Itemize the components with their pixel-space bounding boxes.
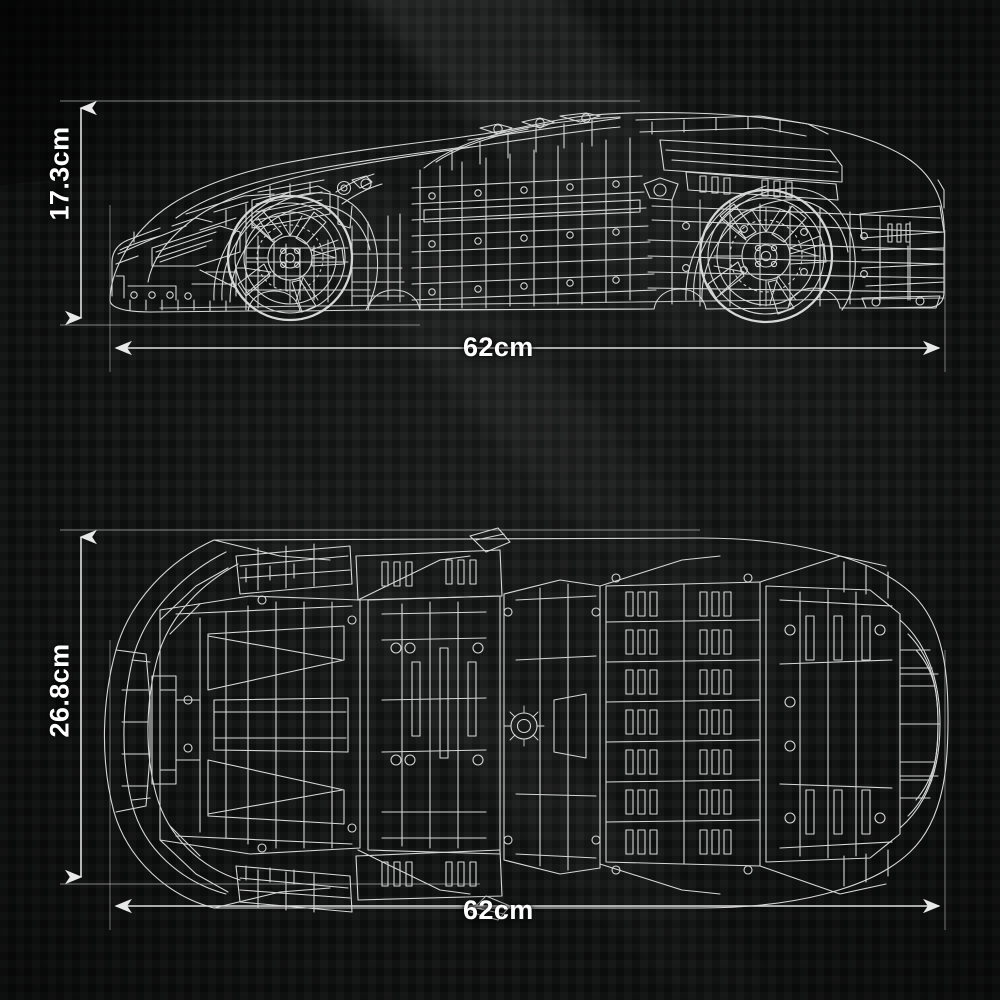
front-fender-detail xyxy=(151,179,331,267)
plan-rear-bumper xyxy=(899,619,941,829)
underbody xyxy=(159,297,945,312)
rear-spoiler xyxy=(635,115,843,201)
rear-bumper xyxy=(859,179,945,309)
plan-mirrors xyxy=(469,527,511,921)
plan-pin-holes xyxy=(183,573,753,875)
rear-wheel-arch xyxy=(693,187,856,311)
engine-bay-lattice xyxy=(411,137,657,311)
cabin-structure xyxy=(423,112,621,171)
dimension-label-height: 17.3cm xyxy=(45,127,76,221)
plan-rear-suspension xyxy=(765,585,901,863)
plan-tail-slats xyxy=(899,649,935,799)
dimension-label-length-side: 62cm xyxy=(463,332,534,362)
rear-quarter-panel xyxy=(643,177,945,307)
plan-front-nose xyxy=(115,567,229,893)
plan-engine-slats xyxy=(605,581,761,867)
plan-body-braces xyxy=(213,539,887,909)
front-wheel xyxy=(226,194,354,322)
plan-front-fenders xyxy=(235,543,353,913)
plan-left-chassis xyxy=(159,595,361,855)
front-nose-detail xyxy=(111,225,227,312)
front-wheel-arch xyxy=(221,192,379,311)
plan-outline xyxy=(103,537,949,909)
plan-centre-tunnel xyxy=(367,595,501,855)
slat-holes xyxy=(625,591,732,855)
plan-front-louvers xyxy=(355,549,503,901)
plan-bulkhead xyxy=(503,579,601,875)
plan-lightbars xyxy=(245,561,889,887)
dimension-label-width: 26.8cm xyxy=(44,643,75,738)
dimension-label-length-top: 62cm xyxy=(463,895,534,925)
car-body-outline xyxy=(109,112,945,313)
